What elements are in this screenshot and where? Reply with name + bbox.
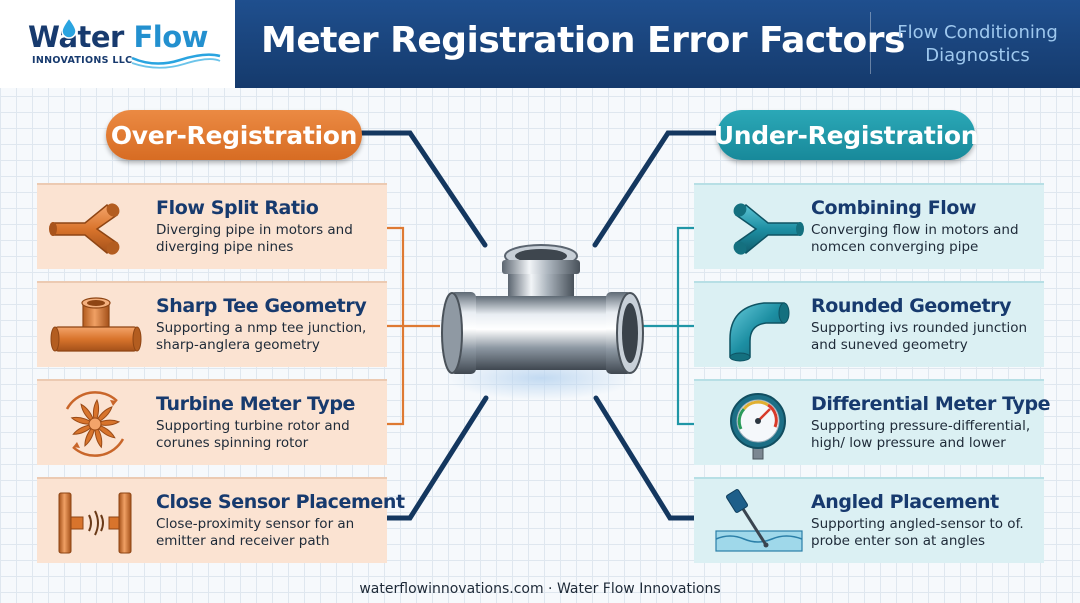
y-pipe-diverging-icon [49, 203, 120, 255]
footer-text: waterflowinnovations.com · Water Flow In… [359, 581, 721, 597]
tee-pipe-icon [50, 297, 142, 352]
water-drop-icon [61, 17, 77, 39]
card-description: Supporting turbine rotor and corunes spi… [156, 418, 350, 451]
card-description: Diverging pipe in motors and diverging p… [156, 222, 353, 255]
logo-subtitle: INNOVATIONS LLC [32, 55, 133, 66]
over-registration-pill: Over-Registration [106, 110, 362, 160]
connector-over-pill [359, 130, 488, 248]
card-title: Close Sensor Placement [156, 491, 405, 513]
card-description: Supporting a nmp tee junction, sharp-ang… [156, 320, 367, 353]
pressure-gauge-icon [730, 393, 786, 460]
card-description: Converging flow in motors and nomcen con… [811, 222, 1019, 255]
header-subtitle: Flow Conditioning Diagnostics [880, 21, 1075, 67]
card-title: Differential Meter Type [811, 393, 1051, 415]
header-subtitle-line1: Flow Conditioning [897, 22, 1058, 43]
turbine-rotor-icon [65, 391, 125, 457]
card-title: Combining Flow [811, 197, 977, 219]
card-title: Rounded Geometry [811, 295, 1012, 317]
page-title: Meter Registration Error Factors [261, 20, 905, 61]
card-differential-meter-type: Differential Meter Type Supporting press… [694, 379, 1051, 465]
header-divider [870, 12, 871, 74]
wave-icon [131, 53, 221, 69]
card-description: Supporting ivs rounded junction and sune… [811, 320, 1028, 353]
card-flow-split-ratio: Flow Split Ratio Diverging pipe in motor… [37, 183, 387, 269]
card-title: Flow Split Ratio [156, 197, 319, 219]
card-turbine-meter-type: Turbine Meter Type Supporting turbine ro… [37, 379, 387, 465]
connector-under-pill [592, 130, 720, 248]
header-bar: Meter Registration Error Factors Flow Co… [235, 0, 1080, 88]
angled-probe-icon [715, 489, 803, 552]
card-rounded-geometry: Rounded Geometry Supporting ivs rounded … [694, 281, 1044, 367]
card-title: Turbine Meter Type [156, 393, 356, 415]
tee-fitting-image [441, 244, 644, 400]
y-pipe-converging-icon [733, 203, 804, 255]
logo: Water Flow INNOVATIONS LLC [0, 0, 235, 88]
card-title: Angled Placement [811, 491, 999, 513]
under-registration-pill: Under-Registration [714, 110, 979, 160]
card-description: Supporting pressure-differential, high/ … [811, 418, 1031, 451]
card-combining-flow: Combining Flow Converging flow in motors… [694, 183, 1044, 269]
logo-word-water: Water [28, 20, 124, 54]
card-title: Sharp Tee Geometry [156, 295, 367, 317]
connector-over-bottom [384, 395, 489, 521]
card-description: Close-proximity sensor for an emitter an… [156, 516, 355, 549]
logo-word-flow: Flow [133, 20, 208, 54]
elbow-pipe-icon [729, 302, 790, 362]
card-sharp-tee-geometry: Sharp Tee Geometry Supporting a nmp tee … [37, 281, 387, 367]
card-close-sensor-placement: Close Sensor Placement Close-proximity s… [37, 477, 405, 563]
card-angled-placement: Angled Placement Supporting angled-senso… [694, 477, 1044, 563]
proximity-sensor-icon [58, 492, 132, 554]
card-description: Supporting angled-sensor to of. probe en… [811, 516, 1024, 549]
logo-wordmark: Water Flow [28, 20, 208, 54]
header-subtitle-line2: Diagnostics [925, 45, 1030, 66]
connector-under-bottom [593, 395, 697, 521]
